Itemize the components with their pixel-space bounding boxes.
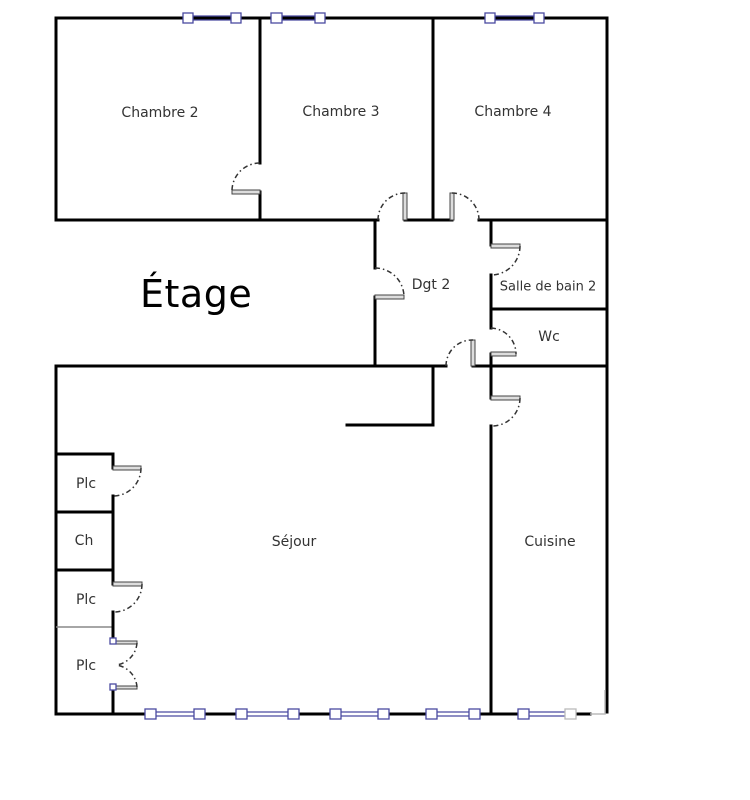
window-sejour-4	[425, 708, 481, 720]
walls	[54, 16, 609, 716]
door-dgt-2-left[interactable]	[374, 267, 405, 300]
room-plc-2: Plc	[75, 592, 97, 608]
room-dgt-2: Dgt 2	[411, 277, 451, 293]
window-chambre-3	[270, 12, 326, 24]
door-salle-de-bain-2[interactable]	[490, 243, 521, 276]
door-chambre-2[interactable]	[231, 162, 261, 195]
door-chambre-3[interactable]	[377, 192, 408, 221]
window-chambre-2	[182, 12, 242, 24]
room-sejour: Séjour	[271, 534, 317, 550]
window-chambre-4	[484, 12, 545, 24]
window-sejour-1	[144, 708, 206, 720]
window-cuisine	[517, 708, 577, 720]
door-chambre-4[interactable]	[449, 192, 480, 221]
room-cuisine: Cuisine	[524, 534, 576, 550]
door-dgt-2-bottom[interactable]	[445, 339, 476, 367]
door-plc-3[interactable]	[109, 637, 138, 691]
door-plc-1[interactable]	[112, 465, 142, 497]
room-chambre-4: Chambre 4	[474, 104, 552, 120]
door-plc-2[interactable]	[112, 581, 143, 613]
door-wc[interactable]	[490, 327, 517, 357]
room-chambre-3: Chambre 3	[302, 104, 380, 120]
room-ch: Ch	[74, 533, 94, 549]
doors	[109, 162, 521, 691]
window-sejour-3	[329, 708, 390, 720]
window-sejour-2	[235, 708, 300, 720]
room-chambre-2: Chambre 2	[121, 105, 199, 121]
room-wc: Wc	[538, 329, 560, 345]
room-plc-3: Plc	[75, 658, 97, 674]
windows	[144, 12, 606, 720]
room-salle-de-bain-2: Salle de bain 2	[499, 279, 597, 295]
door-cuisine[interactable]	[490, 395, 521, 427]
floor-title: Étage	[140, 272, 253, 316]
room-plc-1: Plc	[75, 476, 97, 492]
